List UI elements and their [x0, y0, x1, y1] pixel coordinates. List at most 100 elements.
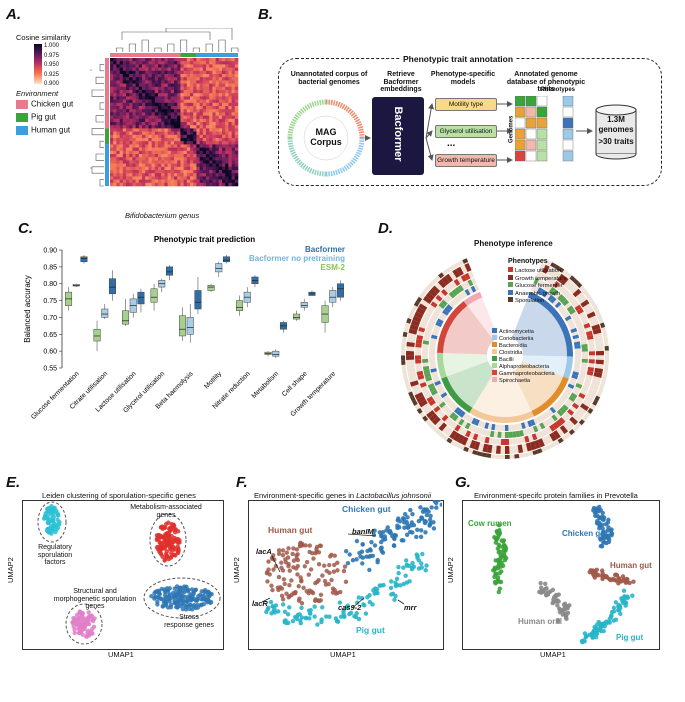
phenotype-name: Growth temperature [515, 275, 567, 282]
heatmap-xlabel: Bifidobacterium genus [125, 211, 200, 220]
stress-point [159, 596, 164, 602]
environment-name: Chicken gut [31, 99, 74, 109]
chicken-gut-point [360, 542, 365, 547]
panel-d-label: D. [378, 220, 393, 237]
chicken-gut-point [378, 546, 383, 551]
human-gut-point-g [613, 572, 619, 577]
chicken-gut-point [372, 528, 377, 533]
sporulation-umap [37, 501, 221, 645]
cluster-stress-label: Stress response genes [164, 614, 214, 629]
pig-gut-point [403, 573, 408, 578]
stress-point [195, 596, 200, 602]
taxa-name: Coriobacteriia [499, 336, 534, 342]
phenotype-swatch [508, 289, 513, 295]
gene-pointer [271, 555, 281, 573]
colorbar-tick: 0.950 [44, 62, 60, 68]
metabolism-point [154, 537, 160, 543]
pig-gut-point [282, 619, 288, 625]
pig-gut-point-g [630, 593, 635, 598]
pig-gut-point [356, 595, 361, 600]
pig-gut-point [361, 602, 366, 607]
chicken-gut-point [416, 518, 422, 524]
metabolism-point [164, 549, 170, 554]
database-genomes: genomes [598, 125, 634, 134]
metabolism-point [168, 527, 174, 533]
models-ellipsis: ... [447, 138, 456, 149]
human-gut-point [323, 582, 329, 587]
taxa-name: Clostridia [499, 350, 523, 356]
human-oral-label: Human oral [518, 617, 563, 626]
box [272, 350, 280, 357]
chicken-gut-point [369, 540, 374, 545]
taxa-legend-item: Alphaproteobacteria [492, 363, 549, 370]
gene-mrr: mrr [404, 603, 417, 612]
stress-point [165, 605, 171, 610]
human-gut-point [316, 561, 322, 567]
stress-point [173, 593, 179, 599]
human-gut-point [342, 564, 348, 569]
cow-rumen-point [499, 569, 504, 574]
regulatory-point [46, 526, 51, 531]
pig-gut-point-g [582, 631, 588, 636]
taxa-swatch [492, 377, 497, 382]
chicken-gut-point [422, 518, 427, 524]
metabolism-point [158, 540, 163, 546]
chicken-gut-point-g [596, 509, 601, 514]
cow-rumen-point [495, 535, 500, 541]
environment-swatch [16, 100, 28, 109]
box [207, 285, 215, 291]
human-gut-point [308, 567, 314, 572]
chicken-gut-point [378, 539, 384, 545]
environment-swatch [16, 113, 28, 122]
box [150, 288, 158, 303]
regulatory-point [52, 523, 58, 528]
cow-rumen-point [495, 566, 501, 571]
pig-gut-point [359, 595, 365, 601]
stress-point [181, 599, 186, 604]
y-tick-label: 0.70 [43, 315, 57, 322]
metabolism-point [166, 532, 171, 537]
taxa-name: Spirochaetia [499, 378, 531, 384]
regulatory-point [46, 520, 51, 526]
chicken-gut-point [391, 543, 397, 549]
taxa-name: Actinomycetia [499, 329, 534, 335]
phenotype-legend-item: Anaerobic growth [508, 289, 560, 297]
bacformer-block [372, 97, 424, 175]
chicken-gut-point [418, 528, 424, 533]
structural-point [72, 630, 77, 636]
stress-point [172, 598, 177, 603]
structural-point [86, 615, 91, 620]
human-gut-point [287, 568, 292, 573]
chicken-gut-point-g [597, 504, 602, 510]
chicken-gut-point-g [600, 532, 605, 537]
phenotype-swatch [508, 297, 513, 302]
human-gut-point [343, 579, 349, 585]
regulatory-point [55, 512, 61, 518]
human-gut-point [335, 568, 340, 573]
structural-point [75, 617, 80, 623]
human-oral-point [557, 610, 563, 615]
stress-point [191, 590, 196, 595]
pig-gut-point-g [613, 600, 619, 605]
human-gut-point [315, 579, 320, 584]
human-oral-point [555, 617, 561, 623]
pig-gut-point [367, 599, 373, 605]
chicken-gut-point-g [605, 528, 610, 533]
human-gut-point [310, 590, 316, 596]
pig-gut-point-g [583, 634, 589, 640]
cow-rumen-point [498, 579, 504, 585]
human-gut-point [320, 573, 325, 578]
chicken-gut-point [357, 550, 362, 556]
human-gut-point [327, 570, 332, 576]
pig-gut-point [348, 610, 354, 616]
stress-point [175, 597, 180, 603]
pig-gut-point [327, 614, 332, 619]
gene-pointer [261, 597, 271, 603]
pig-gut-point [374, 590, 379, 595]
chicken-gut-label: Chicken gut [342, 504, 391, 514]
pig-gut-point [401, 565, 406, 570]
pig-gut-point-g [609, 609, 615, 615]
radial-phylogeny [401, 258, 609, 459]
panel-f-title: Environment-specific genes in Lactobacil… [254, 491, 431, 500]
human-gut-point [299, 600, 305, 606]
